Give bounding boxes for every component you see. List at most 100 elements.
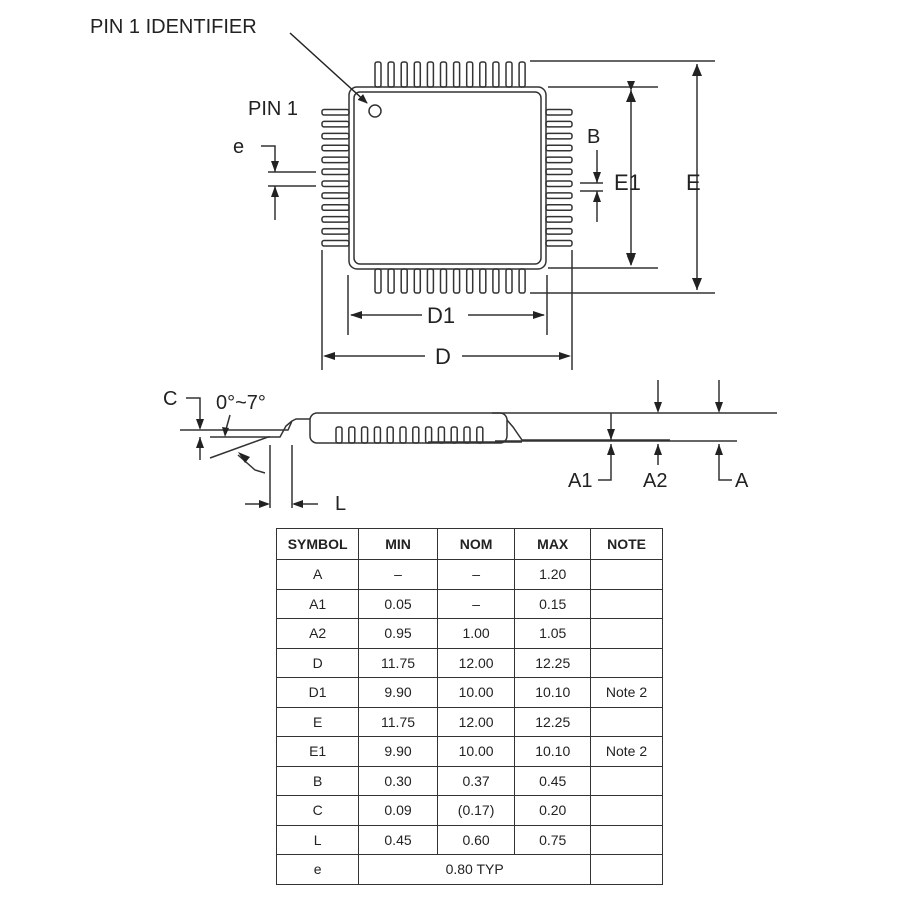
E-label: E: [686, 170, 701, 195]
side-pin: [424, 426, 433, 444]
pin: [374, 61, 382, 88]
pin: [492, 268, 500, 294]
pin: [321, 168, 350, 176]
pin: [545, 227, 573, 235]
side-pin: [348, 426, 356, 444]
table-row: A––1.20: [275, 559, 663, 590]
column-header: NOM: [436, 528, 516, 560]
pin1-dot: [368, 104, 382, 118]
pin: [387, 61, 395, 88]
pin: [321, 180, 350, 188]
table-cell: 10.00: [436, 677, 516, 708]
pin1-identifier-label: PIN 1 IDENTIFIER: [90, 16, 257, 38]
pin: [452, 268, 461, 294]
pin: [545, 156, 573, 164]
table-cell: 10.00: [436, 736, 516, 767]
table-cell: E1: [275, 736, 360, 767]
pin: [321, 132, 350, 140]
pin1-label: PIN 1: [248, 98, 298, 120]
pin: [505, 268, 513, 294]
side-pin: [450, 426, 458, 444]
column-header: NOTE: [590, 528, 663, 560]
pin: [492, 61, 500, 88]
pin: [413, 268, 422, 294]
pin: [545, 204, 573, 212]
D1-label: D1: [427, 303, 455, 328]
package-drawing: PIN 1 IDENTIFIER PIN 1 e B E1 E D1 D C 0…: [90, 16, 777, 515]
table-cell: [590, 765, 663, 796]
pin: [545, 239, 573, 247]
table-cell: 9.90: [358, 736, 438, 767]
pin: [518, 61, 526, 88]
angle-label: 0°~7°: [216, 392, 266, 414]
pin: [479, 268, 487, 294]
table-cell: Note 2: [590, 736, 663, 767]
C-label: C: [163, 388, 177, 410]
pin: [479, 61, 487, 88]
table-cell: A2: [275, 618, 360, 649]
column-header: MAX: [514, 528, 592, 560]
table-cell: E: [275, 706, 360, 737]
table-cell: [590, 618, 663, 649]
pin: [321, 204, 350, 212]
pin: [321, 120, 350, 128]
pin: [387, 268, 395, 294]
table-cell: 10.10: [514, 736, 592, 767]
pin: [321, 156, 350, 164]
table-cell: 10.10: [514, 677, 592, 708]
pin: [545, 108, 573, 116]
pin: [413, 61, 422, 88]
pin: [545, 215, 573, 223]
pin: [321, 108, 350, 116]
pin: [545, 144, 573, 152]
side-pin: [412, 426, 420, 444]
table-cell: 12.25: [514, 706, 592, 737]
table-cell: 0.20: [514, 795, 592, 826]
pin: [439, 268, 448, 294]
table-cell: 12.00: [436, 647, 516, 678]
table-cell: 1.00: [436, 618, 516, 649]
pin: [426, 268, 435, 294]
pin: [452, 61, 461, 88]
table-cell: [590, 706, 663, 737]
table-cell: L: [275, 824, 360, 855]
A-label: A: [735, 470, 749, 492]
table-cell: –: [358, 559, 438, 590]
pin1-leader: [289, 32, 368, 104]
table-cell: [590, 559, 663, 590]
A1-label: A1: [568, 470, 592, 492]
table-cell: 0.60: [436, 824, 516, 855]
column-header: MIN: [358, 528, 438, 560]
side-pin: [463, 426, 471, 444]
table-cell: 0.45: [358, 824, 438, 855]
table-cell: 0.75: [514, 824, 592, 855]
pin: [518, 268, 526, 294]
side-pin: [360, 426, 369, 444]
pin: [321, 227, 350, 235]
table-cell: e: [275, 854, 360, 885]
table-cell: A1: [275, 588, 360, 619]
e-label: e: [233, 136, 244, 158]
pin: [439, 61, 448, 88]
table-cell: [590, 824, 663, 855]
table-cell: (0.17): [436, 795, 516, 826]
D-label: D: [435, 344, 451, 369]
table-cell: B: [275, 765, 360, 796]
table-cell: D: [275, 647, 360, 678]
table-cell: 0.95: [358, 618, 438, 649]
table-cell: 1.20: [514, 559, 592, 590]
table-cell: [590, 854, 663, 885]
pin: [545, 192, 573, 200]
table-cell: 11.75: [358, 706, 438, 737]
pins: [321, 61, 573, 294]
L-label: L: [335, 493, 346, 515]
